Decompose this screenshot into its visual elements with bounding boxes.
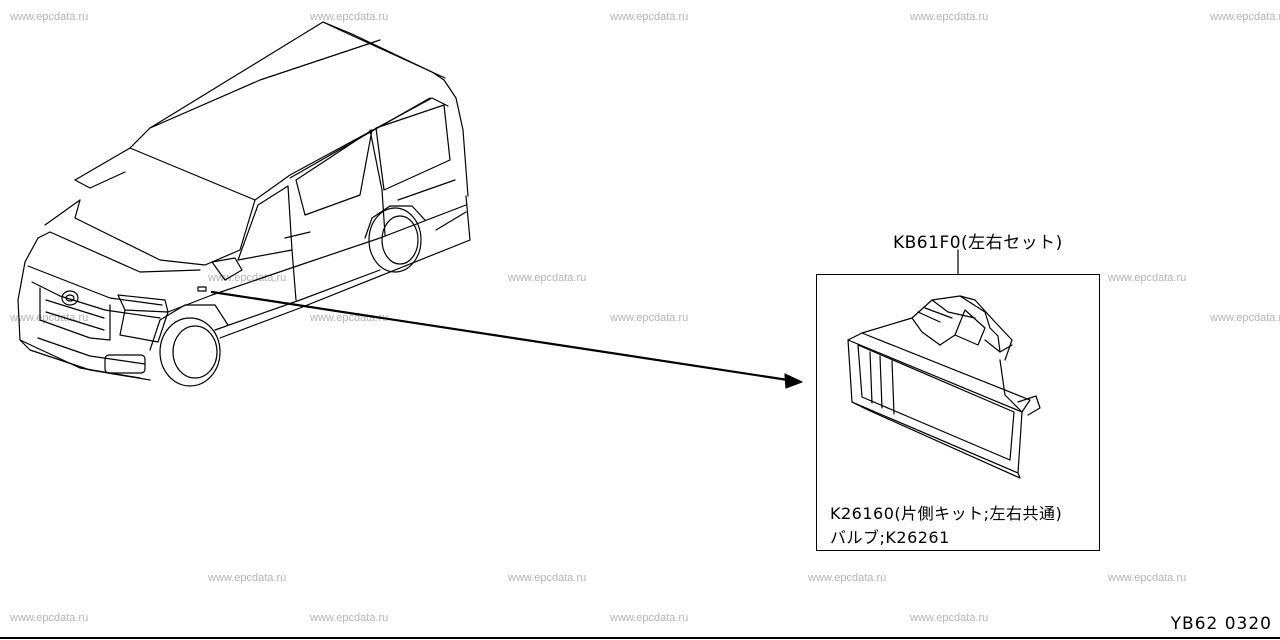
van-drawing-icon xyxy=(17,21,471,387)
watermark: www.epcdata.ru xyxy=(610,11,689,23)
bottom-rule xyxy=(0,637,1280,639)
watermark: www.epcdata.ru xyxy=(310,11,389,23)
watermark: www.epcdata.ru xyxy=(610,612,689,624)
diagram-code: YB62 0320 xyxy=(1170,614,1272,634)
watermark: www.epcdata.ru xyxy=(910,612,989,624)
pointer-arrow-icon xyxy=(210,290,803,389)
watermark: www.epcdata.ru xyxy=(10,312,89,324)
part-number-single-label: K26160(片側キット;左右共通) xyxy=(830,504,1063,523)
watermark: www.epcdata.ru xyxy=(508,272,587,284)
watermark: www.epcdata.ru xyxy=(10,612,89,624)
side-marker-lamp-icon xyxy=(847,295,1041,479)
watermark: www.epcdata.ru xyxy=(1210,312,1280,324)
watermark: www.epcdata.ru xyxy=(508,572,587,584)
part-number-set-label: KB61F0(左右セット) xyxy=(893,233,1063,253)
watermark: www.epcdata.ru xyxy=(10,11,89,23)
watermark: www.epcdata.ru xyxy=(1108,272,1187,284)
watermark: www.epcdata.ru xyxy=(208,272,287,284)
watermark: www.epcdata.ru xyxy=(808,572,887,584)
watermark: www.epcdata.ru xyxy=(610,312,689,324)
watermark: www.epcdata.ru xyxy=(1108,572,1187,584)
watermark: www.epcdata.ru xyxy=(310,612,389,624)
part-inset-frame xyxy=(816,274,1100,551)
watermark: www.epcdata.ru xyxy=(1210,11,1280,23)
watermark: www.epcdata.ru xyxy=(208,572,287,584)
watermark: www.epcdata.ru xyxy=(910,11,989,23)
bulb-part-label: バルブ;K26261 xyxy=(830,528,950,547)
